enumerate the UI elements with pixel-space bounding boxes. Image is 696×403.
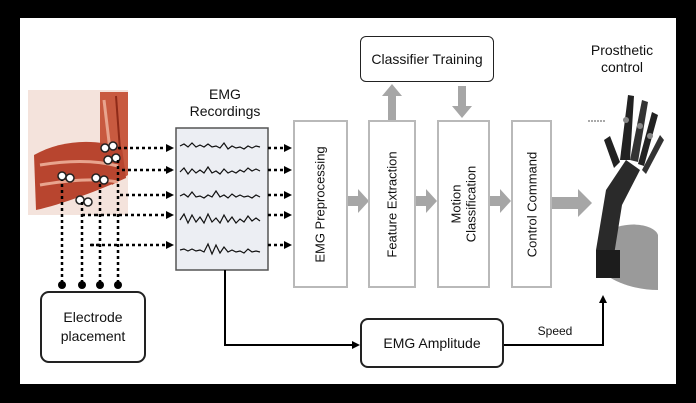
control-command-label: Control Command [524,151,539,257]
emg-amplitude-label: EMG Amplitude [383,335,481,351]
emg-signal-traces [179,141,261,256]
electrode-placement-label-line1: Electrode [63,309,123,325]
amplitude-path [224,270,607,349]
emg-recordings-title-line2: Recordings [189,103,261,119]
electrode-placement-links [60,160,120,283]
emg-recordings-title-line1: EMG [209,86,241,102]
emg-amplitude-box: EMG Amplitude [360,318,504,368]
motion-classification-line2: Classification [463,165,479,243]
emg-recordings-box [175,127,269,271]
electrode-markers [57,141,121,207]
muscle-arm-illustration [28,90,128,215]
prosthetic-control-title: Prosthetic control [578,42,666,76]
control-command-box: Control Command [511,120,552,288]
classifier-training-box: Classifier Training [360,36,494,82]
electrode-dots [58,281,122,289]
emg-recordings-title: EMG Recordings [186,86,264,120]
emg-preprocessing-label: EMG Preprocessing [313,145,329,263]
electrode-placement-label-line2: placement [60,328,126,344]
classifier-training-label: Classifier Training [371,51,483,67]
electrode-placement-box: Electrode placement [40,291,146,363]
motion-classification-label: Motion Classification [449,166,479,243]
speed-label: Speed [537,324,573,338]
prosthetic-control-line2: control [600,59,644,75]
recording-to-preprocessing-arrows [268,144,292,249]
electrode-to-recording-arrows [90,144,174,249]
feature-extraction-box: Feature Extraction [368,120,416,288]
motion-classification-box: Motion Classification [437,120,490,288]
feature-extraction-label: Feature Extraction [384,150,400,258]
emg-preprocessing-box: EMG Preprocessing [293,120,348,288]
prosthetic-control-line1: Prosthetic [590,42,654,58]
prosthetic-hand-illustration [588,95,664,290]
pipeline-arrows [348,84,592,217]
motion-classification-line1: Motion [448,184,464,224]
